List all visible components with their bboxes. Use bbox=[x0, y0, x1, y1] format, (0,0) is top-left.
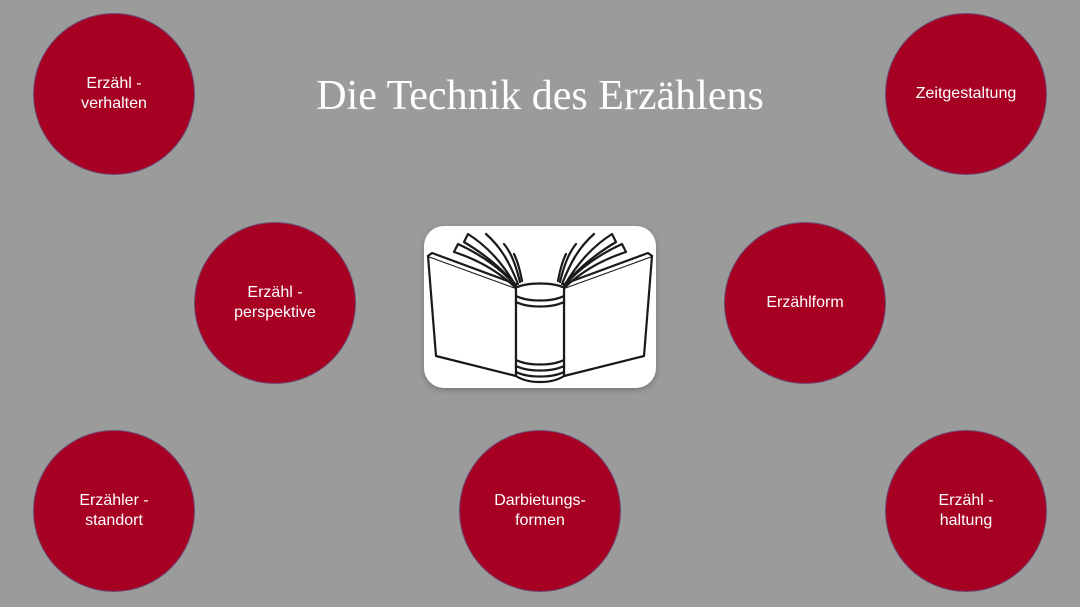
node-erzaehlform-label: Erzählform bbox=[766, 294, 844, 311]
node-erzaehlverhalten[interactable]: Erzähl - verhalten bbox=[34, 14, 194, 174]
node-erzaehlhaltung[interactable]: Erzähl - haltung bbox=[886, 431, 1046, 591]
node-erzaehlperspektive[interactable]: Erzähl - perspektive bbox=[195, 223, 355, 383]
node-darbietungsformen[interactable]: Darbietungs- formen bbox=[460, 431, 620, 591]
center-book-card bbox=[424, 226, 656, 388]
page-title: Die Technik des Erzählens bbox=[316, 73, 764, 119]
node-erzaehlhaltung-label: Erzähl - haltung bbox=[938, 492, 994, 529]
node-erzaehlverhalten-label: Erzähl - verhalten bbox=[81, 75, 147, 112]
node-erzaehlperspektive-label: Erzähl - perspektive bbox=[234, 284, 316, 321]
node-zeitgestaltung-label: Zeitgestaltung bbox=[915, 85, 1017, 102]
node-erzaehlerstandort[interactable]: Erzähler - standort bbox=[34, 431, 194, 591]
node-erzaehlform[interactable]: Erzählform bbox=[725, 223, 885, 383]
node-darbietungsformen-label: Darbietungs- formen bbox=[494, 492, 586, 529]
node-erzaehlerstandort-label: Erzähler - standort bbox=[79, 492, 149, 529]
node-zeitgestaltung[interactable]: Zeitgestaltung bbox=[886, 14, 1046, 174]
open-book-icon bbox=[426, 232, 654, 384]
